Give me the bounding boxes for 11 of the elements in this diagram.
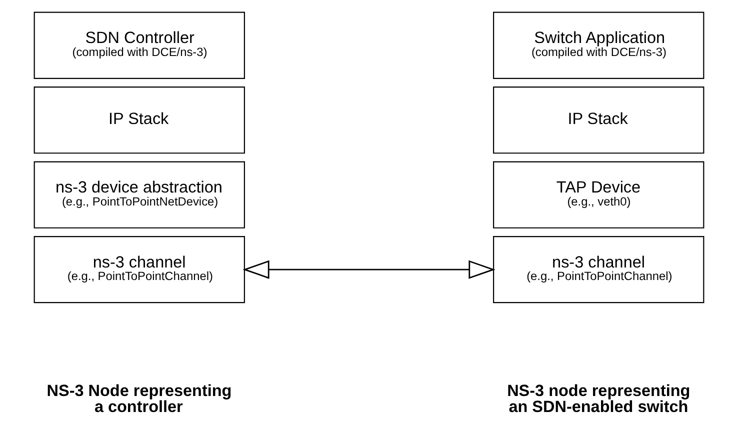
node-box: ns-3 device abstraction (e.g., PointToPointNetDevice) bbox=[34, 161, 245, 228]
node-box: TAP Device (e.g., veth0) bbox=[493, 161, 704, 228]
node-box: ns-3 channel (e.g., PointToPointChannel) bbox=[34, 236, 245, 304]
node-box: ns-3 channel (e.g., PointToPointChannel) bbox=[493, 236, 704, 304]
node-box: IP Stack bbox=[34, 86, 245, 154]
node-box: IP Stack bbox=[493, 86, 704, 154]
arrow bbox=[242, 260, 496, 279]
node-box: SDN Controller (compiled with DCE/ns-3) bbox=[34, 12, 245, 79]
label: NS-3 Node representing a controller bbox=[46, 382, 232, 416]
node-box: Switch Application (compiled with DCE/ns-3) bbox=[493, 12, 704, 79]
label: NS-3 node representing an SDN-enabled switch bbox=[507, 382, 690, 416]
